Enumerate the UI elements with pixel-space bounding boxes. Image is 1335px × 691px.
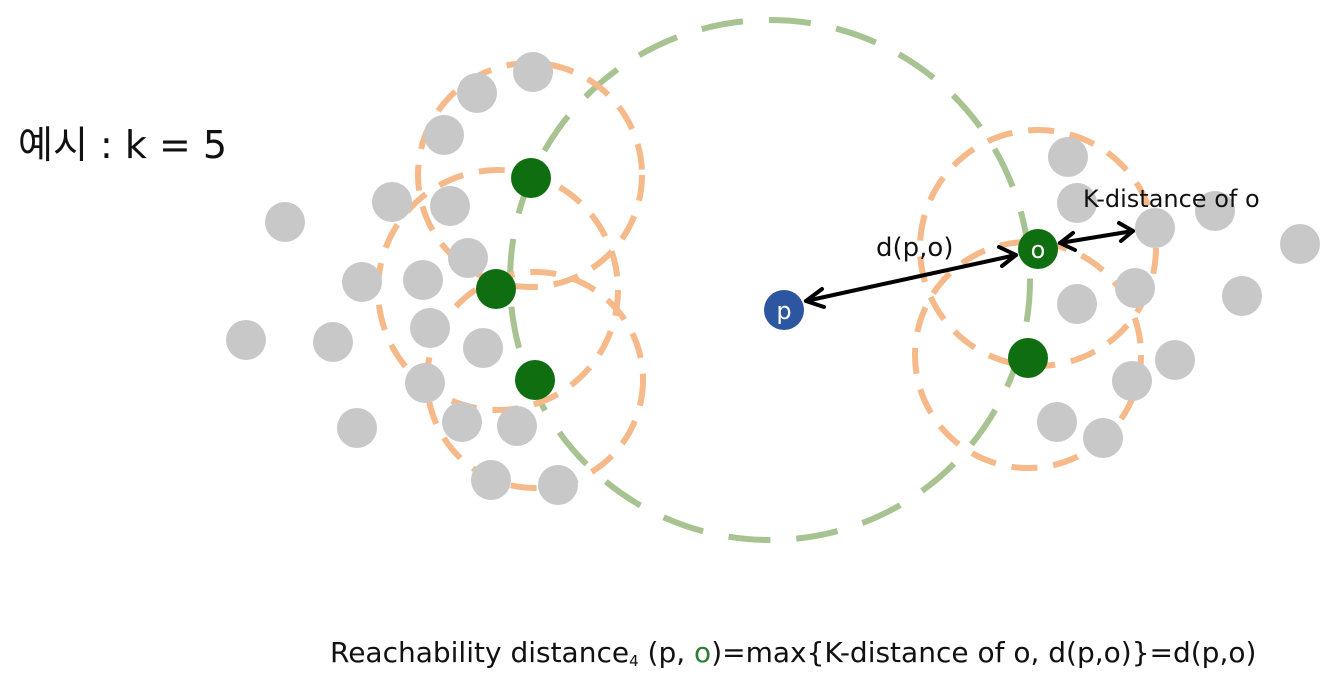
gray-point	[265, 202, 305, 242]
gray-point	[430, 186, 470, 226]
gray-point	[1155, 340, 1195, 380]
gray-point	[1222, 276, 1262, 316]
formula-open: (p,	[638, 636, 695, 669]
k-distance-arrow	[1058, 229, 1135, 245]
green-points	[476, 158, 1048, 400]
gray-point	[424, 115, 464, 155]
gray-point	[313, 322, 353, 362]
gray-point	[442, 402, 482, 442]
gray-point	[1115, 268, 1155, 308]
gray-point	[410, 308, 450, 348]
k-distance-label: K-distance of o	[1083, 185, 1260, 213]
gray-point	[405, 363, 445, 403]
gray-point	[463, 328, 503, 368]
gray-point	[372, 182, 412, 222]
green-point	[515, 360, 555, 400]
green-dashed-circle	[507, 17, 1033, 543]
gray-point	[448, 238, 488, 278]
d-po-arrowhead-o	[997, 245, 1018, 268]
orange-circle-2	[375, 167, 621, 413]
gray-point	[342, 262, 382, 302]
gray-point	[538, 465, 578, 505]
gray-point	[457, 73, 497, 113]
gray-point	[1135, 208, 1175, 248]
point-o	[1018, 229, 1058, 269]
example-title: 예시 : k = 5	[18, 123, 228, 167]
distance-arrows	[804, 221, 1135, 309]
k-distance-arrowhead-end	[1117, 221, 1135, 243]
d-po-arrow	[804, 253, 1018, 303]
gray-point	[497, 406, 537, 446]
formula-o: o	[694, 636, 712, 669]
green-point	[511, 158, 551, 198]
formula-rest: )=max{K-distance of o, d(p,o)}=d(p,o)	[711, 636, 1257, 669]
formula-subscript: 4	[629, 652, 639, 670]
point-p	[764, 290, 804, 330]
gray-point	[1280, 224, 1320, 264]
gray-point	[1057, 183, 1097, 223]
gray-point	[471, 460, 511, 500]
gray-point	[403, 260, 443, 300]
gray-point	[1037, 402, 1077, 442]
d-po-label: d(p,o)	[876, 233, 953, 263]
gray-points	[226, 52, 1320, 505]
gray-point	[226, 320, 266, 360]
gray-point	[1057, 284, 1097, 324]
gray-point	[1195, 191, 1235, 231]
reachability-formula: Reachability distance4 (p, o)=max{K-dist…	[330, 636, 1256, 670]
gray-point	[337, 408, 377, 448]
formula-prefix: Reachability distance	[330, 636, 630, 669]
gray-point	[1083, 418, 1123, 458]
point-p-label: p	[776, 297, 791, 325]
green-point	[1008, 338, 1048, 378]
orange-circle-5	[912, 239, 1144, 471]
gray-point	[513, 52, 553, 92]
gray-point	[1048, 137, 1088, 177]
d-po-arrowhead-p	[804, 287, 826, 309]
k-distance-arrowhead-o	[1058, 231, 1077, 252]
gray-point	[1112, 361, 1152, 401]
green-point	[476, 269, 516, 309]
point-o-label: o	[1031, 236, 1046, 264]
